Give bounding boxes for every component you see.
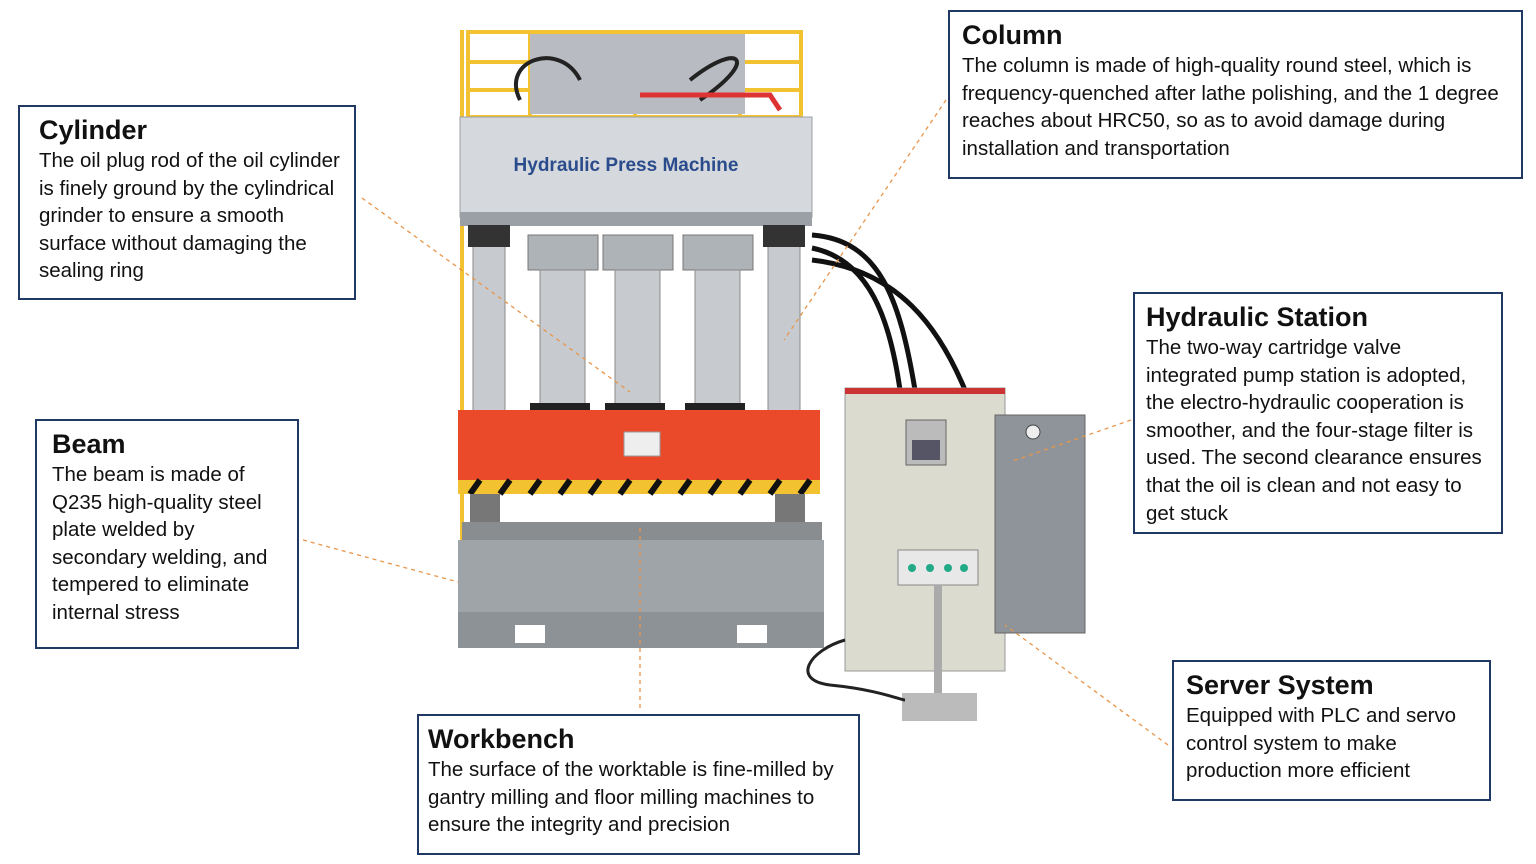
callout-title: Beam [52, 429, 126, 459]
leader-column [783, 99, 947, 341]
callout-workbench: Workbench The surface of the worktable i… [417, 714, 860, 855]
workbench-table [462, 522, 822, 542]
callout-server-system: Server System Equipped with PLC and serv… [1172, 660, 1491, 801]
machine-label: Hydraulic Press Machine [514, 155, 739, 176]
callout-text: The beam is made of Q235 high-quality st… [52, 463, 268, 624]
leader-hydraulic-station [1009, 419, 1132, 463]
callout-title: Workbench [428, 724, 575, 754]
top-motor-housing [530, 34, 745, 114]
callout-text: Equipped with PLC and servo control syst… [1186, 704, 1457, 783]
callout-title: Hydraulic Station [1146, 302, 1369, 332]
callout-title: Cylinder [39, 115, 148, 145]
callout-beam: Beam The beam is made of Q235 high-quali… [35, 419, 299, 649]
callout-column: Column The column is made of high-qualit… [948, 10, 1523, 179]
leader-cylinder [361, 197, 631, 393]
callout-text: The oil plug rod of the oil cylinder is … [39, 149, 340, 283]
leader-lines [302, 99, 1169, 746]
cylinders [527, 234, 754, 413]
callout-hydraulic-station: Hydraulic Station The two-way cartridge … [1133, 292, 1503, 534]
callout-title: Column [962, 20, 1063, 50]
leader-beam [302, 539, 459, 583]
hydraulic-station-unit [994, 414, 1086, 634]
callout-cylinder: Cylinder The oil plug rod of the oil cyl… [18, 105, 356, 300]
callout-text: The surface of the worktable is fine-mil… [428, 758, 834, 837]
columns [468, 225, 805, 412]
leader-server-system [1004, 624, 1169, 746]
callout-text: The two-way cartridge valve integrated p… [1146, 336, 1482, 525]
callout-text: The column is made of high-quality round… [962, 54, 1499, 160]
callout-title: Server System [1186, 670, 1374, 700]
hazard-stripe [458, 480, 820, 494]
